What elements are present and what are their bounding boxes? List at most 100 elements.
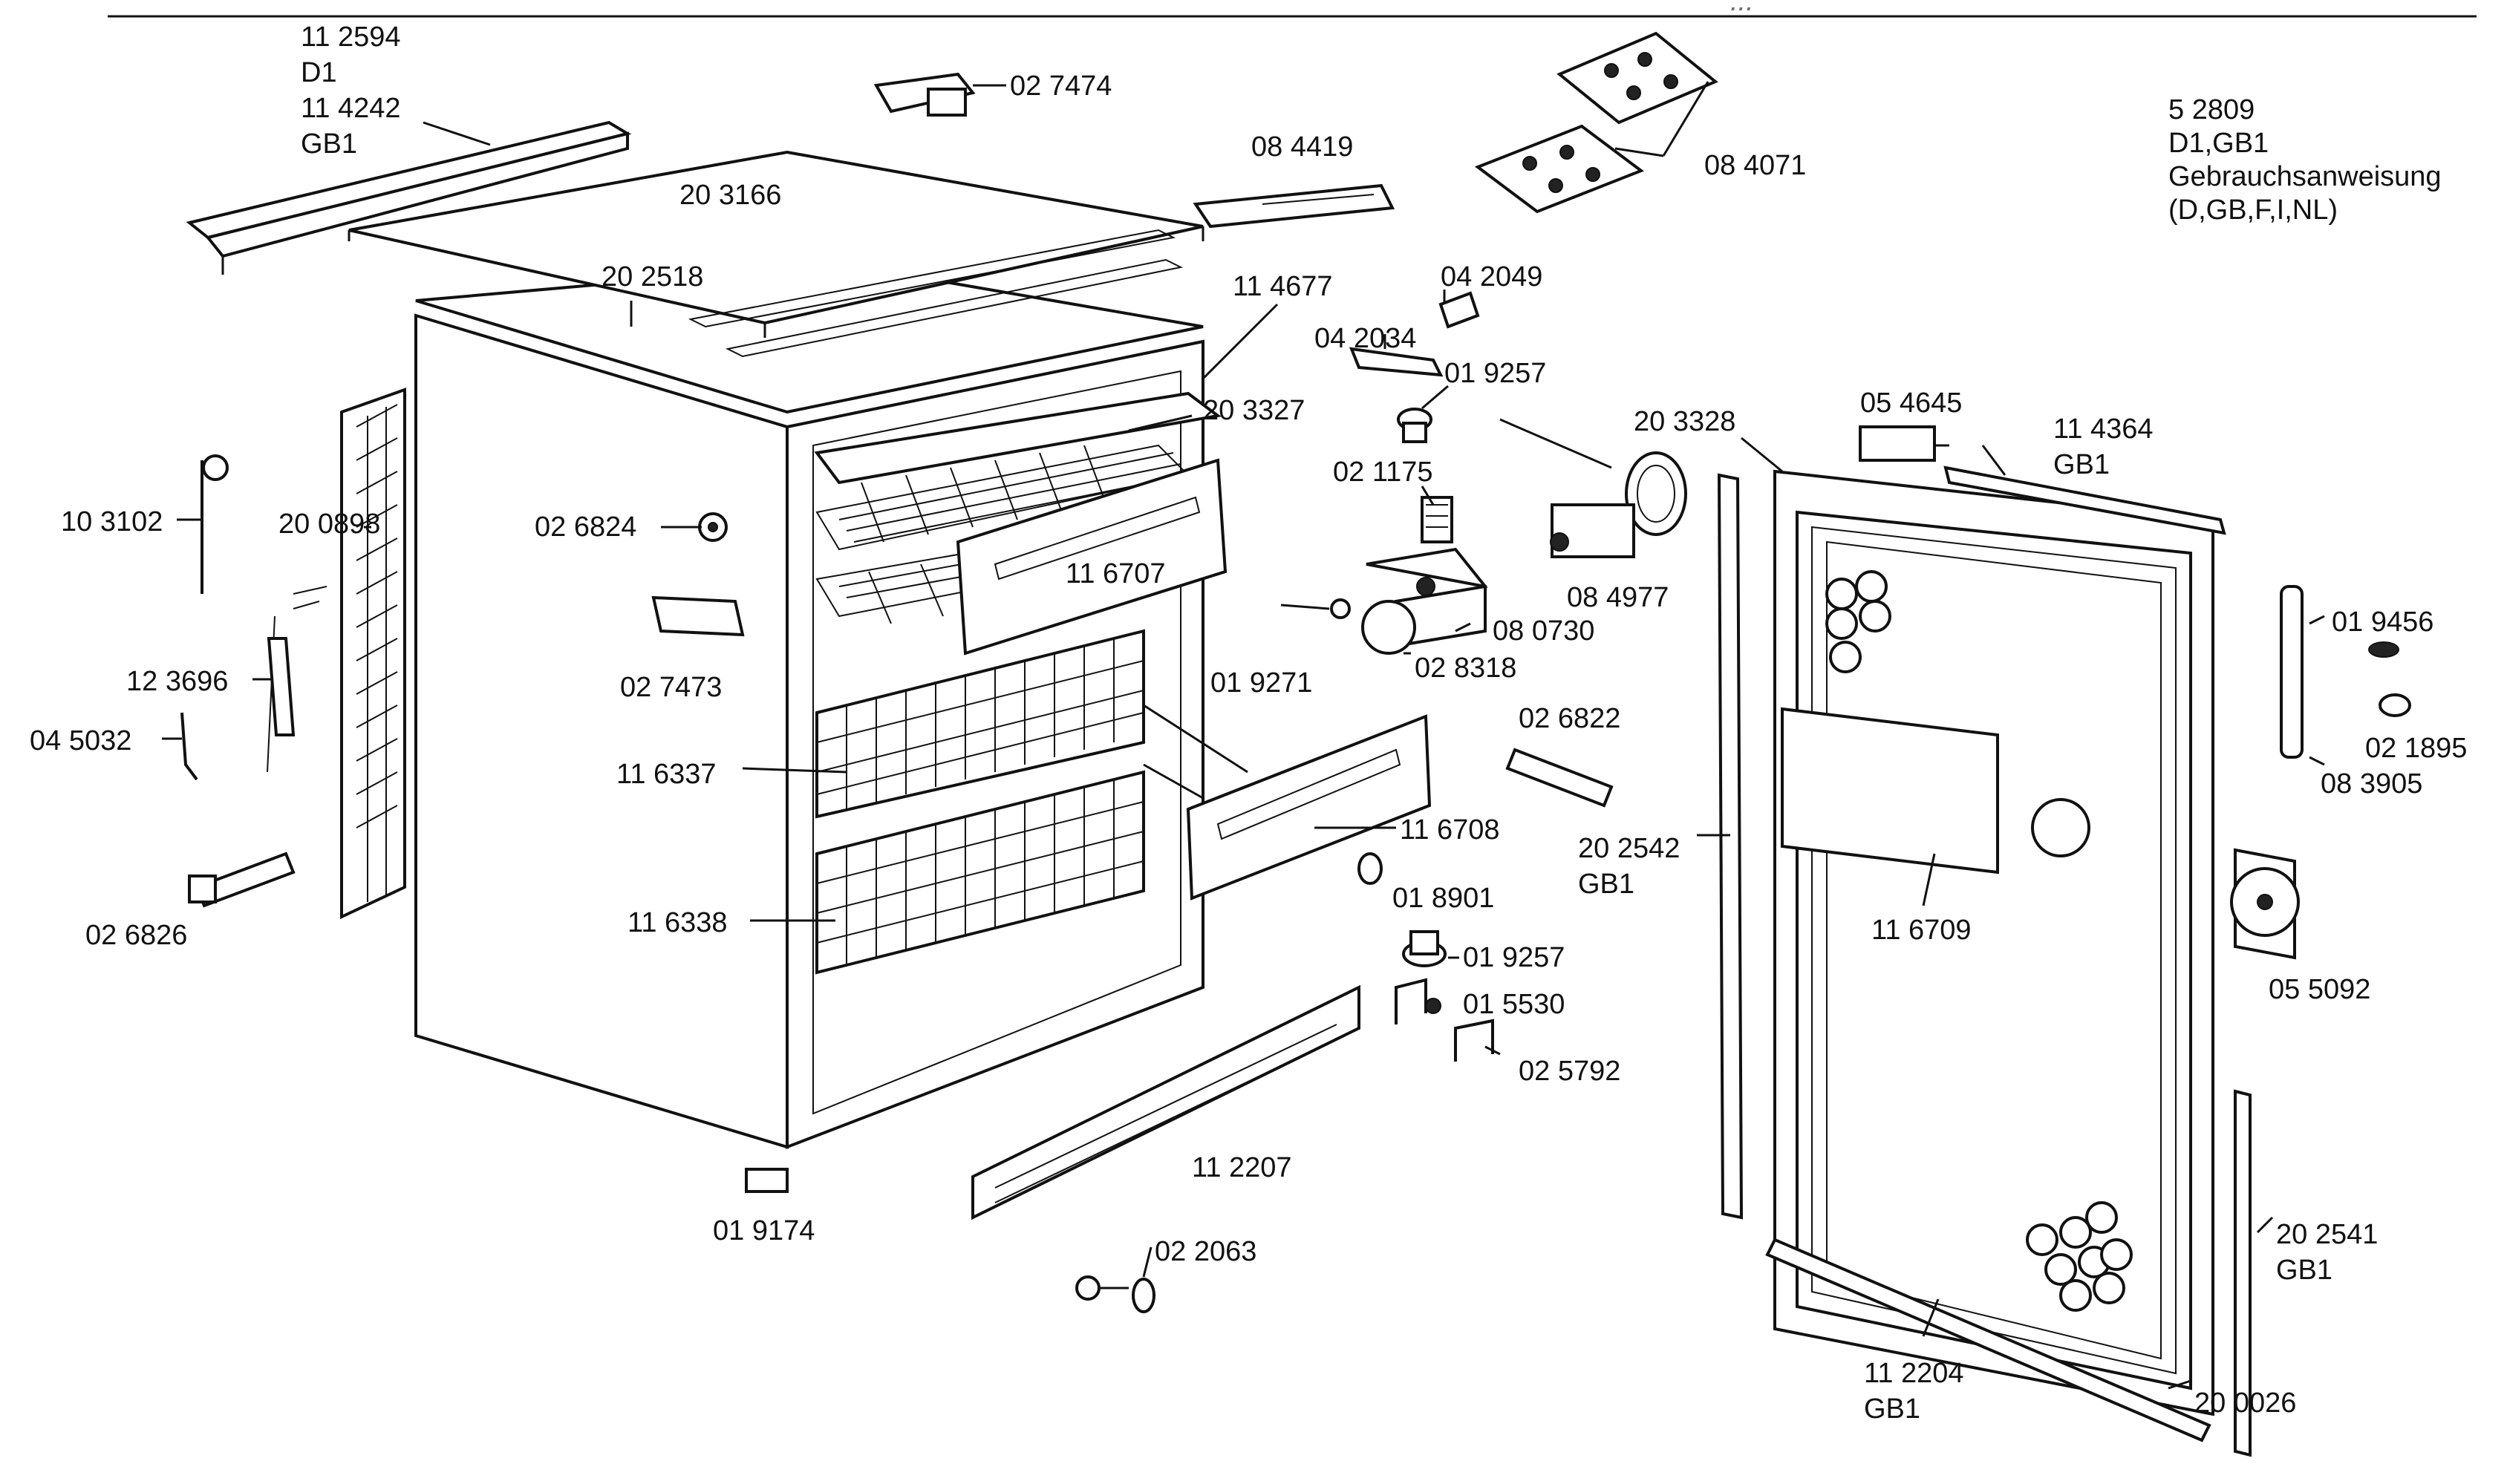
manual-title: Gebrauchsanweisung (2168, 161, 2442, 192)
callout-200026: 20 0026 (2194, 1387, 2296, 1419)
callout-202542: 20 2542 (1578, 833, 1680, 864)
part-084419 (1193, 183, 1395, 229)
trim-112204 (1765, 1238, 2211, 1442)
header-scribble: ... (1730, 0, 1754, 17)
part-026826 (188, 851, 296, 908)
callout-114677: 11 4677 (1233, 271, 1333, 302)
callout-202518: 20 2518 (602, 261, 703, 292)
crisper-basket-lower (815, 770, 1145, 975)
callout-019271: 01 9271 (1210, 667, 1312, 699)
callout-203166: 20 3166 (679, 180, 781, 211)
callout-026822: 02 6822 (1519, 703, 1620, 734)
callout-027473: 02 7473 (620, 672, 722, 703)
callout-021175: 02 1175 (1333, 457, 1433, 488)
callout-116709: 11 6709 (1871, 915, 1972, 946)
part-019271 (1330, 598, 1351, 619)
callout-116337: 11 6337 (616, 759, 717, 790)
callout-116708: 11 6708 (1400, 814, 1500, 846)
part-123696 (267, 586, 327, 773)
callout-054645: 05 4645 (1860, 388, 1962, 419)
callout-203327: 20 3327 (1203, 395, 1305, 426)
callout-025792: 02 5792 (1519, 1056, 1620, 1087)
callout-gb1-e: GB1 (1864, 1393, 1920, 1425)
callout-019257-b: 01 9257 (1463, 942, 1565, 973)
callout-028318: 02 8318 (1415, 653, 1516, 684)
callout-018901: 01 8901 (1392, 883, 1494, 914)
callout-045032: 04 5032 (30, 725, 131, 756)
part-026822 (1505, 748, 1614, 808)
handle-019456 (2280, 585, 2411, 759)
kick-plate-112207 (971, 984, 1360, 1220)
trim-114364 (1943, 465, 2226, 535)
callout-123696: 12 3696 (126, 666, 228, 697)
callout-gb1-a: GB1 (301, 128, 357, 160)
part-042034 (1349, 347, 1444, 377)
doc-variants: D1,GB1 (2168, 128, 2269, 159)
callout-027474: 02 7474 (1010, 71, 1112, 102)
part-045032 (180, 712, 198, 781)
leader-lines (162, 81, 2325, 1390)
callout-026826: 02 6826 (85, 920, 187, 951)
callout-042049: 04 2049 (1441, 261, 1542, 292)
door-seal-202542 (1717, 473, 1744, 1220)
part-021175 (1421, 496, 1453, 543)
part-019257-upper (1397, 408, 1432, 443)
callout-103102: 10 3102 (61, 506, 163, 537)
callout-203328: 20 3328 (1634, 406, 1735, 437)
part-022063 (1075, 1275, 1155, 1313)
part-027474 (873, 72, 976, 117)
doc-number: 5 2809 (2168, 94, 2255, 125)
callout-114364: 11 4364 (2053, 414, 2154, 445)
callout-015530: 01 5530 (1463, 989, 1565, 1020)
door-assembly (1773, 469, 2214, 1416)
callout-083905: 08 3905 (2321, 768, 2422, 800)
callout-d1: D1 (301, 57, 337, 88)
callout-055092: 05 5092 (2269, 974, 2370, 1005)
callout-200898: 20 0898 (278, 509, 380, 540)
hinge-025792 (1454, 1019, 1494, 1062)
callout-084419: 08 4419 (1251, 131, 1353, 163)
callout-112207: 11 2207 (1192, 1152, 1292, 1183)
door-seal-202541 (2234, 1089, 2252, 1457)
callout-080730: 08 0730 (1493, 615, 1594, 647)
condenser-coil (340, 388, 406, 920)
part-116708 (1143, 704, 1432, 900)
callout-gb1-c: GB1 (1578, 869, 1634, 900)
manual-languages: (D,GB,F,I,NL) (2168, 195, 2338, 226)
callout-116707: 11 6707 (1066, 558, 1166, 589)
callout-026824: 02 6824 (535, 511, 636, 543)
callout-019174: 01 9174 (713, 1215, 815, 1246)
callout-112204: 11 2204 (1864, 1358, 1964, 1389)
part-042049 (1438, 291, 1480, 329)
callout-112594: 11 2594 (301, 22, 401, 53)
callout-022063: 02 2063 (1155, 1236, 1256, 1267)
door-rack-upper (956, 458, 1228, 656)
top-trim-rail (186, 120, 632, 275)
callout-084071: 08 4071 (1704, 150, 1806, 181)
callout-114242: 11 4242 (301, 93, 401, 124)
thermostat-084977 (1499, 418, 1687, 558)
callout-116338: 11 6338 (627, 907, 728, 938)
callout-019456: 01 9456 (2332, 607, 2433, 638)
callout-042034: 04 2034 (1314, 323, 1416, 354)
callout-gb1-d: GB1 (2276, 1255, 2332, 1286)
part-103102 (201, 454, 229, 594)
part-055092 (2230, 848, 2300, 960)
label-054645 (1859, 425, 1936, 462)
crisper-basket-upper (815, 629, 1145, 819)
callout-084977: 08 4977 (1567, 582, 1669, 613)
part-028318 (1361, 600, 1416, 655)
part-084071 (1474, 31, 1718, 214)
part-018901 (1357, 852, 1383, 885)
callout-202541: 20 2541 (2276, 1219, 2378, 1250)
part-026824 (698, 512, 728, 542)
part-019174 (745, 1168, 789, 1193)
callout-019257-a: 01 9257 (1444, 358, 1546, 389)
part-019257-lower (1402, 930, 1447, 967)
hinge-015530 (1395, 978, 1441, 1024)
callout-gb1-b: GB1 (2053, 449, 2110, 480)
callout-021895: 02 1895 (2365, 733, 2467, 764)
part-027473 (651, 595, 745, 637)
top-lid (348, 150, 1204, 358)
